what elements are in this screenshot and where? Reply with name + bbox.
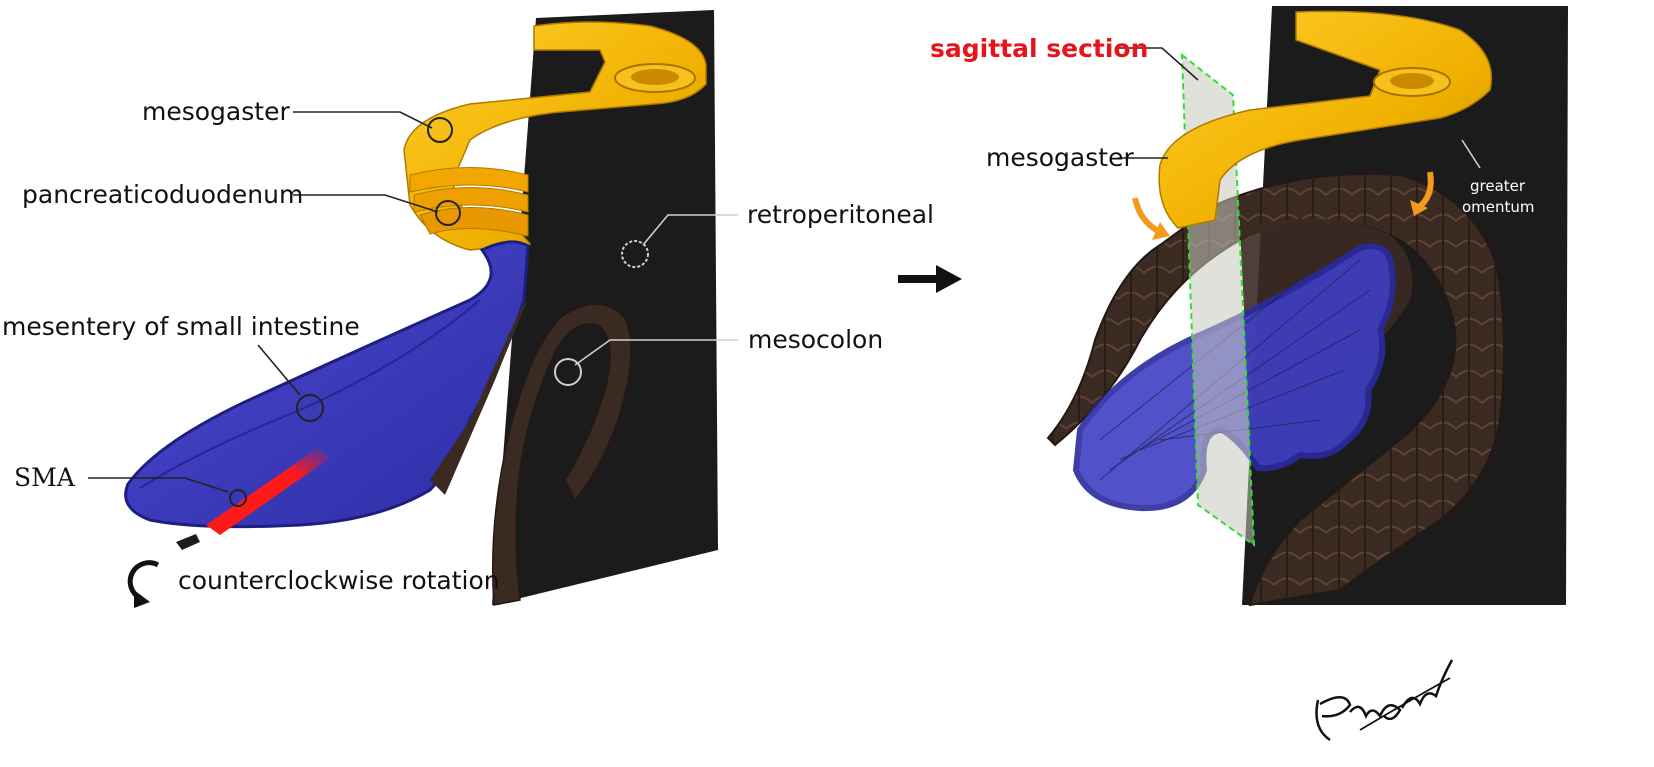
label-counterclockwise-rotation: counterclockwise rotation xyxy=(178,566,500,595)
label-sagittal-section: sagittal section xyxy=(930,34,1148,63)
mesentery-shape xyxy=(124,240,530,529)
label-greater-omentum-line1: greater xyxy=(1470,177,1526,195)
fold-arrow-right-icon xyxy=(1410,171,1434,216)
sma-vessel xyxy=(206,448,330,535)
label-mesentery: mesentery of small intestine xyxy=(2,312,360,341)
right-panel: sagittal section mesogaster greater omen… xyxy=(930,6,1568,607)
leader-lines-right xyxy=(1118,47,1481,169)
label-pancreaticoduodenum: pancreaticoduodenum xyxy=(22,180,303,209)
mesogaster-shape xyxy=(403,21,707,251)
mesocolon-shape xyxy=(491,303,632,606)
left-panel: mesogaster pancreaticoduodenum mesentery… xyxy=(2,10,934,608)
label-greater-omentum-line2: omentum xyxy=(1462,198,1535,216)
label-mesocolon: mesocolon xyxy=(748,325,883,354)
fold-arrow-left-icon xyxy=(1132,197,1170,240)
label-sma: SMA xyxy=(14,463,76,492)
leader-lines-left xyxy=(88,111,738,507)
label-mesogaster: mesogaster xyxy=(142,97,290,126)
right-arrow-icon xyxy=(898,265,962,293)
mesogaster-right-shape xyxy=(1158,10,1493,229)
label-retroperitoneal: retroperitoneal xyxy=(747,200,934,229)
label-mesogaster-right: mesogaster xyxy=(986,143,1134,172)
artist-signature xyxy=(1315,659,1454,742)
counterclockwise-rotation-icon xyxy=(127,560,160,608)
